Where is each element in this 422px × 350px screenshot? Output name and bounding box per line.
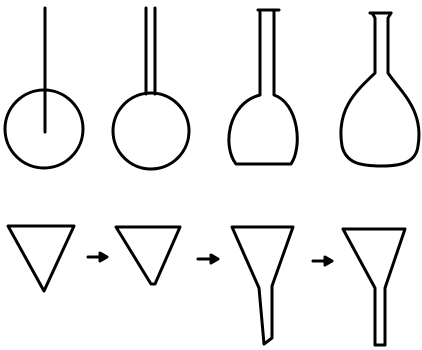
flask-stage-3 (229, 10, 297, 164)
funnel-stage-4 (343, 229, 405, 345)
flask-stage-2 (113, 8, 189, 169)
arrow-right-icon (313, 257, 332, 265)
funnel-stage-1 (8, 226, 74, 291)
arrow-right-icon (88, 253, 107, 261)
flask-stage-4 (341, 13, 419, 166)
funnel-stage-3 (232, 227, 293, 344)
arrow-right-icon (198, 255, 218, 263)
flask-stage-1 (5, 8, 83, 168)
funnel-stage-2 (116, 227, 180, 284)
